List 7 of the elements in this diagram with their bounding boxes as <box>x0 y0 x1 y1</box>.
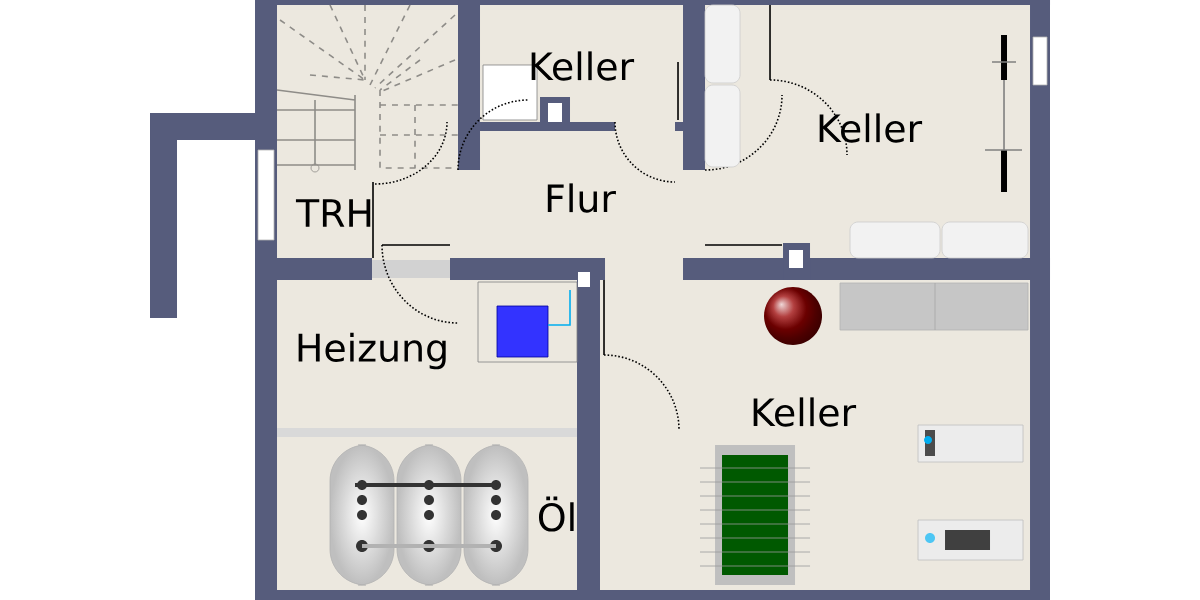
room-label: Keller <box>753 397 857 427</box>
room-label: Heizung <box>298 332 446 370</box>
room-label: Keller <box>531 51 635 81</box>
room-label: TRH <box>295 199 371 227</box>
room-label: Flur <box>547 183 616 213</box>
room-label: Öl <box>539 496 574 532</box>
room-label: Keller <box>819 113 923 143</box>
